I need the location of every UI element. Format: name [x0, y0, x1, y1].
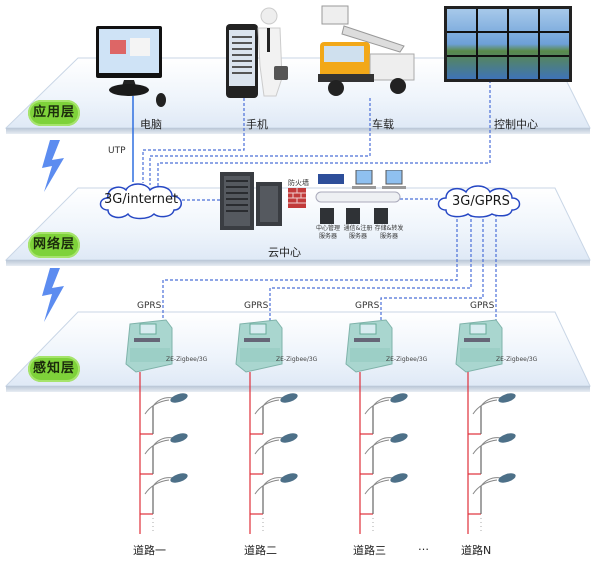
controller-device-icon [125, 319, 173, 373]
street-lamp-icon [250, 433, 298, 475]
server-label-management: 中心管理服务器 [315, 225, 340, 240]
layer-tag-application: 应用层 [28, 100, 80, 126]
street-light-controller[interactable] [452, 318, 506, 378]
cloud-icon-internet[interactable] [96, 180, 186, 220]
device-label-vehicle: 车载 [372, 118, 394, 131]
datacenter-label: 云中心 [268, 246, 301, 259]
street-light-controller[interactable] [232, 318, 286, 378]
device-label-computer: 电脑 [140, 118, 162, 131]
gprs-label: GPRS [470, 301, 495, 311]
wireless-lightning-icon [42, 268, 64, 322]
cloud-label-gprs: 3G/GPRS [452, 194, 510, 209]
street-lamp-icon [140, 433, 188, 475]
street-lamp-icon [360, 393, 408, 435]
street-lamp-icon [468, 473, 516, 515]
controller-model-label: ZE-Zigbee/3G [496, 356, 538, 363]
street-light-controller[interactable] [122, 318, 176, 378]
controller-model-label: ZE-Zigbee/3G [386, 356, 428, 363]
controller-device-icon [235, 319, 283, 373]
roads-group [139, 372, 516, 534]
gprs-label: GPRS [355, 301, 380, 311]
server-label-storage: 存储&转发服务器 [374, 225, 404, 240]
street-lamp-icon [140, 473, 188, 515]
road-circuit [249, 372, 298, 534]
firewall-icon [288, 188, 306, 208]
cloud-label-internet: 3G/internet [104, 192, 179, 207]
street-light-controller[interactable] [342, 318, 396, 378]
road-circuit [139, 372, 188, 534]
street-lamp-icon [360, 433, 408, 475]
workstation-icon [352, 170, 376, 189]
wireless-lightning-icon [42, 140, 64, 192]
street-lamp-icon [250, 473, 298, 515]
road-circuit [467, 372, 516, 534]
controller-device-icon [345, 319, 393, 373]
computer-monitor-icon [96, 26, 166, 107]
server-label-registration: 通信&注册服务器 [343, 225, 373, 240]
cloud-icon-gprs[interactable] [436, 184, 526, 218]
street-lamp-icon [140, 393, 188, 435]
road-label-n: 道路N [461, 544, 492, 557]
controller-model-label: ZE-Zigbee/3G [276, 356, 318, 363]
workstation-icon [382, 170, 406, 189]
computer-device[interactable] [96, 26, 166, 114]
road-ellipsis: … [418, 540, 429, 553]
device-label-control-center: 控制中心 [494, 118, 538, 131]
controller-model-label: ZE-Zigbee/3G [166, 356, 208, 363]
device-label-phone: 手机 [246, 118, 268, 131]
controller-device-icon [455, 319, 503, 373]
bucket-truck-icon [318, 5, 415, 96]
app-to-cloud-links [142, 80, 491, 201]
smartphone-icon [226, 7, 288, 98]
cloud-to-controller-links [162, 214, 497, 323]
gprs-label: GPRS [137, 301, 162, 311]
street-lamp-icon [468, 393, 516, 435]
street-lamp-icon [250, 393, 298, 435]
smartphone-device[interactable] [224, 6, 294, 100]
gprs-label: GPRS [244, 301, 269, 311]
layer-tag-perception: 感知层 [28, 356, 80, 382]
utp-label: UTP [108, 146, 126, 156]
server-rack-icon [220, 172, 282, 230]
control-center-device[interactable] [444, 6, 574, 84]
road-label-2: 道路二 [244, 544, 277, 557]
router-icon [318, 174, 344, 184]
layer-tag-network: 网络层 [28, 232, 80, 258]
video-wall-icon [444, 6, 572, 82]
road-circuit [359, 372, 408, 534]
street-lamp-icon [360, 473, 408, 515]
street-lamp-icon [468, 433, 516, 475]
vehicle-device[interactable] [314, 4, 424, 98]
firewall-label: 防火墙 [288, 179, 309, 187]
network-switch-group [315, 170, 406, 224]
road-label-1: 道路一 [133, 544, 166, 557]
road-label-3: 道路三 [353, 544, 386, 557]
